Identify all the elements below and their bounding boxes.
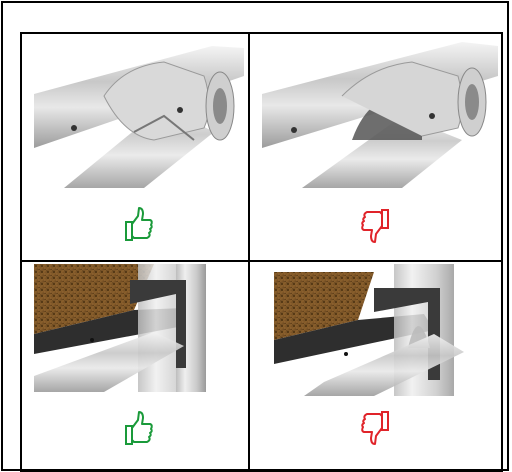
- panel-bottom-left-render: [34, 264, 244, 392]
- thumbs-up-icon: [122, 204, 154, 244]
- panel-top-right-render: [262, 36, 498, 188]
- thumbs-up-icon: [122, 408, 154, 448]
- panel-bottom-right-render: [274, 264, 500, 396]
- thumbs-down-icon: [358, 408, 390, 448]
- thumbs-down-icon: [358, 206, 390, 246]
- panel-top-left-render: [34, 36, 244, 188]
- grid-divider-vertical: [248, 32, 250, 472]
- grid-divider-horizontal: [20, 260, 503, 262]
